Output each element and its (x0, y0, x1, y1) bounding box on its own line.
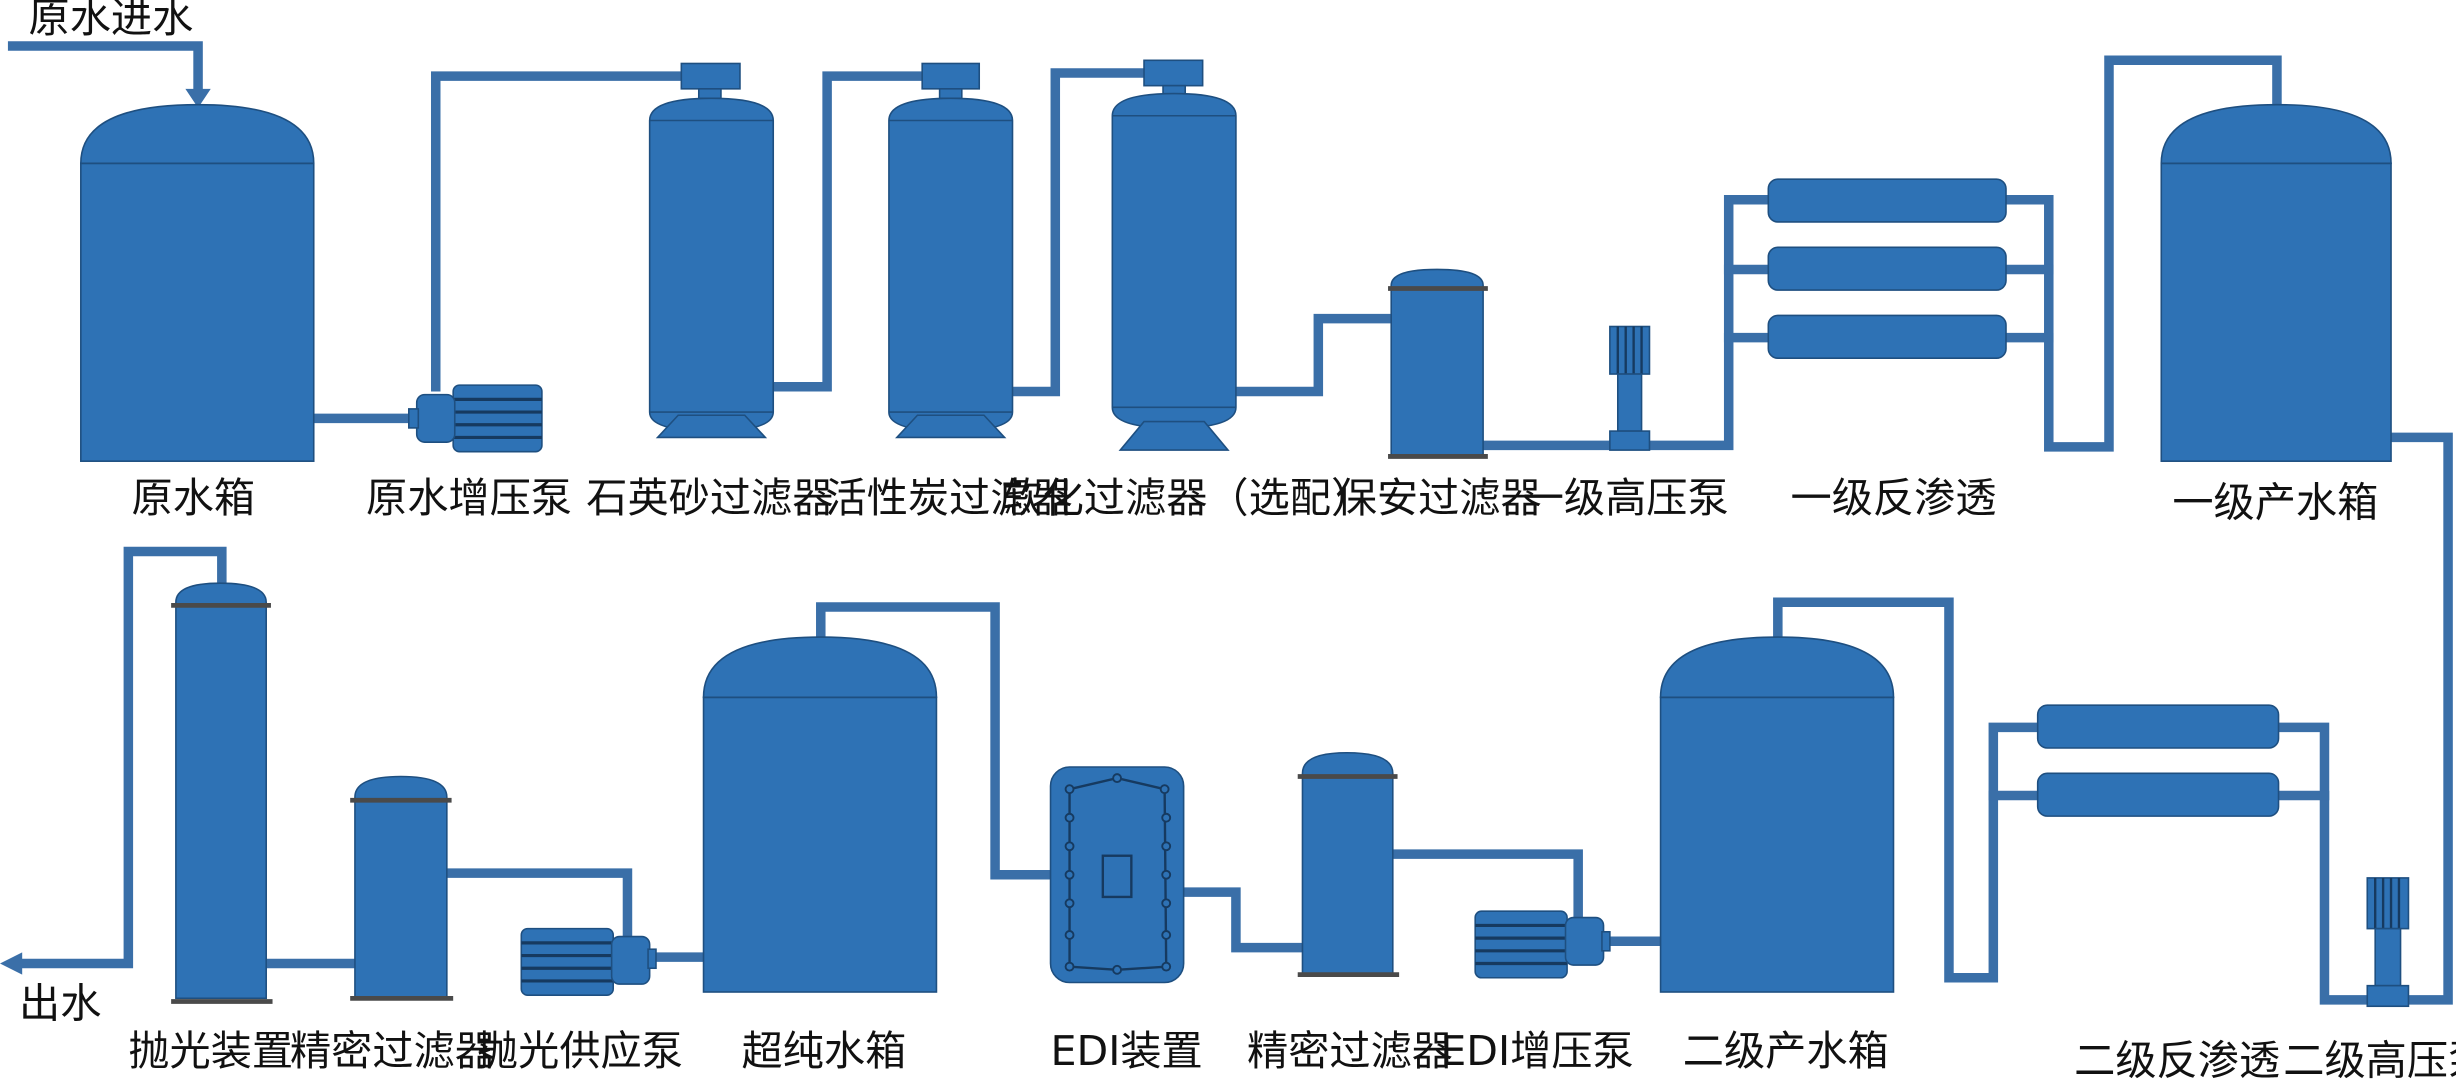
pipe-polisher-to-outlet (14, 546, 227, 969)
outlet-arrow-icon (0, 952, 23, 975)
pipe-inlet (7, 41, 203, 100)
product-tank-1-label: 一级产水箱 (2172, 479, 2378, 527)
hp-pump-1-label: 一级高压泵 (1523, 474, 1729, 522)
pipe-hp2-to-ro2 (2273, 722, 2377, 1005)
pipe-ro2-to-tank2 (1773, 597, 2046, 983)
softener-filter (1111, 59, 1237, 451)
sand-filter (648, 62, 775, 439)
pipe-carbon-to-softener (1009, 68, 1152, 397)
inlet-label: 原水进水 (29, 0, 194, 42)
edi-booster-pump (1474, 910, 1611, 979)
edi-label: EDI装置 (1050, 1027, 1202, 1075)
pipe-pump-to-sand (430, 71, 690, 392)
polish-pump-label: 抛光供应泵 (477, 1027, 683, 1075)
ro-2-membranes (2036, 704, 2280, 817)
labels: 原水进水 出水 原水箱 原水增压泵 石英砂过滤器 活性炭过滤器 软化过滤器（选配… (19, 0, 2456, 1084)
pipe-ro1-outlet (2001, 55, 2282, 452)
polishing-unit (171, 582, 273, 1004)
pipe-edipump-to-filter (1388, 849, 1583, 921)
high-pressure-pump-2 (2366, 877, 2410, 1008)
hp-pump-2-label: 二级高压泵 (2283, 1036, 2456, 1084)
raw-pump-label: 原水增压泵 (366, 474, 572, 522)
polish-supply-pump (520, 927, 657, 996)
ro2-membrane-1 (2036, 704, 2280, 749)
inlet-arrow-icon (185, 88, 211, 108)
precision-filter-a-label: 精密过滤器 (290, 1027, 496, 1075)
product-tank-2-label: 二级产水箱 (1683, 1027, 1889, 1075)
ro1-membrane-2 (1767, 246, 2007, 291)
pipe-tank1-to-hp2 (2367, 432, 2453, 1005)
security-filter (1388, 268, 1488, 459)
raw-water-tank (80, 103, 315, 462)
primary-product-tank (2160, 103, 2392, 462)
ro-1-membranes (1767, 178, 2007, 359)
raw-water-pump (408, 384, 543, 453)
precision-filter-b-label: 精密过滤器 (1247, 1027, 1453, 1075)
precision-filter-a (350, 775, 454, 1001)
edi-pump-label: EDI增压泵 (1440, 1027, 1633, 1075)
raw-tank-label: 原水箱 (132, 474, 256, 522)
ro2-membrane-2 (2036, 772, 2280, 817)
pipe-network (7, 41, 2453, 1005)
ultrapure-tank-label: 超纯水箱 (742, 1027, 907, 1075)
secondary-product-tank (1659, 636, 1895, 993)
ultrapure-water-tank (702, 636, 938, 993)
ro-1-label: 一级反渗透 (1791, 474, 1997, 522)
carbon-filter (888, 62, 1014, 439)
pipe-softener-to-security (1232, 313, 1398, 397)
pipe-pump-to-filter-a (442, 868, 633, 940)
sand-filter-label: 石英砂过滤器 (586, 474, 833, 522)
precision-filter-b (1297, 751, 1400, 977)
pipe-filter-to-edi (1178, 887, 1308, 953)
carbon-filter-label: 活性炭过滤器 (826, 474, 1073, 522)
ro1-membrane-3 (1767, 314, 2007, 359)
high-pressure-pump-1 (1609, 325, 1651, 451)
security-filter-label: 保安过滤器 (1336, 474, 1542, 522)
softener-label: 软化过滤器（选配） (1001, 474, 1372, 522)
ro-2-label: 二级反渗透 (2074, 1036, 2280, 1084)
pipe-edi-to-ultrapure (816, 602, 1056, 880)
outlet-label: 出水 (19, 979, 101, 1027)
edi-unit (1049, 766, 1185, 984)
pipe-sand-to-carbon (770, 71, 931, 392)
pipe-security-to-ro1 (1479, 194, 1777, 451)
ro1-membrane-1 (1767, 178, 2007, 223)
polisher-label: 抛光装置 (128, 1027, 293, 1075)
